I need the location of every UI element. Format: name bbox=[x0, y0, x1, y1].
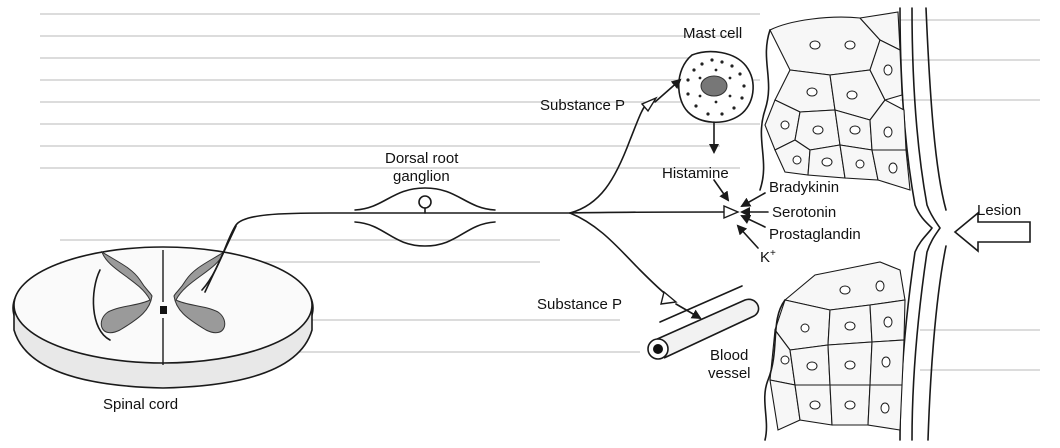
dorsal-root-ganglion bbox=[355, 188, 495, 246]
nerve-ending-bottom bbox=[661, 292, 676, 304]
nerve-ending-middle bbox=[724, 206, 738, 218]
skin-tissue bbox=[760, 8, 946, 440]
label-spinal-cord: Spinal cord bbox=[103, 396, 178, 413]
arrow-substance-p-to-mast-cell bbox=[655, 80, 680, 102]
label-blood-vessel-line1: Blood bbox=[710, 347, 748, 364]
nerve-branches bbox=[570, 98, 738, 304]
label-substance-p-top: Substance P bbox=[540, 97, 625, 114]
spinal-cord bbox=[13, 247, 313, 388]
arrow-prostaglandin bbox=[742, 216, 765, 227]
label-substance-p-bottom: Substance P bbox=[537, 296, 622, 313]
label-bradykinin: Bradykinin bbox=[769, 179, 839, 196]
label-mast-cell: Mast cell bbox=[683, 25, 742, 42]
arrow-histamine bbox=[714, 180, 728, 200]
label-lesion: Lesion bbox=[977, 202, 1021, 219]
label-serotonin: Serotonin bbox=[772, 204, 836, 221]
label-blood-vessel-line2: vessel bbox=[708, 365, 751, 382]
mast-cell bbox=[679, 52, 753, 123]
label-histamine: Histamine bbox=[662, 165, 729, 182]
arrow-bradykinin bbox=[742, 193, 765, 206]
label-prostaglandin: Prostaglandin bbox=[769, 226, 861, 243]
arrow-k-plus bbox=[738, 226, 758, 248]
label-dorsal-root-line1: Dorsal root bbox=[385, 150, 459, 167]
label-dorsal-root-line2: ganglion bbox=[393, 168, 450, 185]
nerve-ending-top bbox=[642, 98, 656, 111]
label-k-plus: K+ bbox=[760, 248, 776, 266]
